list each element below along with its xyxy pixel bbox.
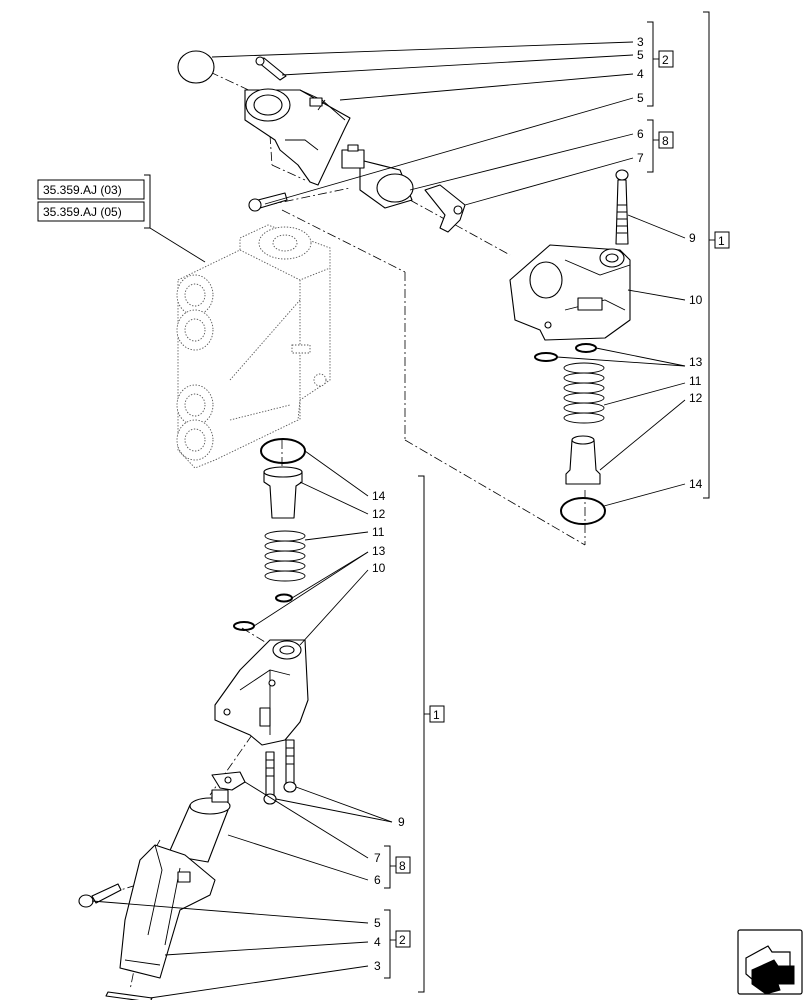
spring-top	[563, 362, 605, 424]
next-page-arrow-icon[interactable]	[737, 929, 803, 995]
screw-long-top	[248, 192, 288, 212]
reference-boxes: 35.359.AJ (03) 35.359.AJ (05)	[37, 174, 206, 263]
callout-bottom-10: 10	[372, 561, 386, 575]
callout-top-3: 3	[637, 35, 644, 49]
bolt-long-top	[615, 169, 629, 245]
group-box-top-2: 2	[662, 53, 669, 67]
callout-top-4: 4	[637, 67, 644, 81]
o-ring-large-top	[560, 497, 606, 525]
callout-top-7: 7	[637, 151, 644, 165]
block-housing-bottom	[214, 639, 309, 746]
bolts-pair-bottom	[263, 739, 297, 805]
screw-bottom	[78, 883, 122, 908]
callout-bottom-12: 12	[372, 507, 386, 521]
callout-top-10: 10	[689, 293, 703, 307]
group-box-bottom-2: 2	[399, 933, 406, 947]
o-rings-small-top	[534, 343, 597, 362]
solenoid-top	[341, 144, 414, 209]
callout-top-9: 9	[689, 231, 696, 245]
block-housing-top	[509, 244, 631, 341]
lever-housing-top	[244, 88, 351, 186]
group-brackets-top: 2 8 1	[647, 11, 730, 499]
leaders-top	[211, 41, 686, 507]
callout-top-5a: 5	[637, 48, 644, 62]
callout-bottom-6: 6	[374, 873, 381, 887]
reference-label-1: 35.359.AJ (03)	[43, 183, 122, 197]
lever-pawl-top	[424, 184, 466, 233]
group-box-top-1: 1	[718, 234, 725, 248]
callout-top-11: 11	[689, 374, 702, 388]
solenoid-bottom	[167, 789, 231, 863]
valve-body	[176, 224, 331, 469]
cap-strip-bottom	[105, 991, 153, 1000]
group-brackets-bottom: 1 8 2	[384, 475, 445, 993]
piston-top	[565, 435, 601, 485]
callouts-bottom: 14 12 11 13 10 9 7 6 5 4 3	[372, 489, 405, 973]
callout-bottom-11: 11	[372, 525, 385, 539]
callout-bottom-14: 14	[372, 489, 386, 503]
callout-bottom-7: 7	[374, 851, 381, 865]
o-rings-small-bottom	[233, 593, 293, 631]
spring-bottom	[264, 530, 306, 582]
callout-bottom-4: 4	[374, 935, 381, 949]
callout-bottom-13: 13	[372, 544, 386, 558]
leaders-bottom	[91, 450, 393, 999]
lever-pawl-bottom	[211, 771, 246, 791]
reference-label-2: 35.359.AJ (05)	[43, 205, 122, 219]
group-box-bottom-8: 8	[399, 859, 406, 873]
callout-top-14: 14	[689, 477, 703, 491]
cap-disc-top	[177, 50, 215, 84]
group-box-top-8: 8	[662, 134, 669, 148]
callout-top-12: 12	[689, 391, 703, 405]
piston-bottom	[263, 466, 303, 519]
callout-bottom-5: 5	[374, 916, 381, 930]
callout-top-13: 13	[689, 355, 703, 369]
screw-small-top	[255, 56, 287, 81]
callout-bottom-9: 9	[398, 815, 405, 829]
callout-bottom-3: 3	[374, 959, 381, 973]
group-box-bottom-1: 1	[433, 708, 440, 722]
callout-top-6: 6	[637, 127, 644, 141]
lever-housing-bottom	[119, 844, 216, 979]
callouts-top: 3 5 4 5 6 7 9 10 13 11 12 14	[637, 35, 703, 491]
callout-top-5b: 5	[637, 91, 644, 105]
o-ring-large-bottom	[260, 438, 306, 464]
